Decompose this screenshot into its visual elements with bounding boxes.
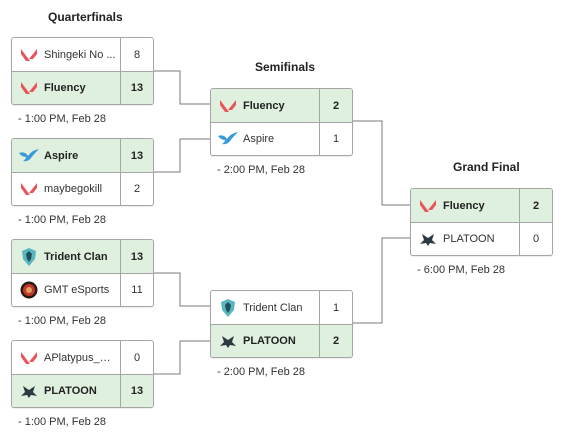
valorant-icon	[18, 178, 40, 200]
team-name: APlatypus_F#...	[44, 351, 120, 364]
team-score: 0	[120, 341, 153, 374]
match-qf3[interactable]: Trident Clan 13 GMT eSports 11	[11, 239, 154, 307]
match-qf4[interactable]: APlatypus_F#... 0 PLATOON 13	[11, 340, 154, 408]
match-grand-final[interactable]: Fluency 2 PLATOON 0	[410, 188, 553, 256]
team-row-winner[interactable]: Fluency 13	[12, 72, 153, 104]
team-score: 2	[519, 189, 552, 222]
valorant-icon	[217, 95, 239, 117]
team-name: Aspire	[243, 133, 275, 145]
team-name: GMT eSports	[44, 284, 110, 296]
connector-qf3-sf2	[153, 272, 210, 307]
helmet-icon	[18, 380, 40, 402]
team-name: Trident Clan	[243, 301, 303, 314]
team-row-winner[interactable]: Fluency 2	[211, 89, 352, 123]
team-score: 2	[120, 173, 153, 205]
team-row-winner[interactable]: Aspire 13	[12, 139, 153, 173]
team-score: 1	[319, 291, 352, 324]
bird-icon	[18, 145, 40, 167]
valorant-icon	[18, 77, 40, 99]
connector-sf2-gf	[352, 237, 410, 324]
team-score: 13	[120, 240, 153, 273]
match-qf2[interactable]: Aspire 13 maybegokill 2	[11, 138, 154, 206]
team-row[interactable]: Shingeki No ... 8	[12, 38, 153, 72]
team-score: 13	[120, 72, 153, 104]
valorant-icon	[417, 195, 439, 217]
trident-shield-icon	[18, 246, 40, 268]
team-name: Fluency	[44, 82, 86, 94]
round-title-semifinals: Semifinals	[255, 60, 316, 74]
team-name: Shingeki No ...	[44, 48, 116, 61]
connector-qf2-sf1	[153, 138, 210, 173]
gmt-logo-icon	[18, 279, 40, 301]
helmet-icon	[417, 228, 439, 250]
team-score: 1	[319, 123, 352, 155]
team-row[interactable]: Trident Clan 1	[211, 291, 352, 325]
match-time: - 1:00 PM, Feb 28	[18, 315, 107, 327]
round-title-quarterfinals: Quarterfinals	[48, 10, 123, 24]
team-name: Fluency	[443, 199, 485, 212]
match-time: - 2:00 PM, Feb 28	[217, 366, 306, 378]
valorant-icon	[18, 347, 40, 369]
team-row[interactable]: GMT eSports 11	[12, 274, 153, 306]
team-name: PLATOON	[44, 385, 97, 397]
match-sf1[interactable]: Fluency 2 Aspire 1	[210, 88, 353, 156]
match-sf2[interactable]: Trident Clan 1 PLATOON 2	[210, 290, 353, 358]
match-time: - 2:00 PM, Feb 28	[217, 164, 306, 176]
team-score: 13	[120, 139, 153, 172]
team-score: 2	[319, 89, 352, 122]
team-row-winner[interactable]: Fluency 2	[411, 189, 552, 223]
team-name: Fluency	[243, 99, 285, 112]
helmet-icon	[217, 330, 239, 352]
team-row[interactable]: maybegokill 2	[12, 173, 153, 205]
match-time: - 1:00 PM, Feb 28	[18, 214, 107, 226]
team-score: 11	[120, 274, 153, 306]
team-name: PLATOON	[443, 233, 495, 245]
bird-icon	[217, 128, 239, 150]
team-row-winner[interactable]: PLATOON 2	[211, 325, 352, 357]
trident-shield-icon	[217, 297, 239, 319]
valorant-icon	[18, 44, 40, 66]
team-name: maybegokill	[44, 183, 103, 195]
team-row-winner[interactable]: PLATOON 13	[12, 375, 153, 407]
team-row[interactable]: Aspire 1	[211, 123, 352, 155]
match-time: - 1:00 PM, Feb 28	[18, 113, 107, 125]
match-time: - 1:00 PM, Feb 28	[18, 416, 107, 428]
team-score: 2	[319, 325, 352, 357]
match-time: - 6:00 PM, Feb 28	[417, 264, 506, 276]
team-score: 8	[120, 38, 153, 71]
connector-qf4-sf2	[153, 340, 210, 375]
team-row[interactable]: APlatypus_F#... 0	[12, 341, 153, 375]
team-name: Trident Clan	[44, 250, 108, 263]
team-name: PLATOON	[243, 335, 296, 347]
team-row[interactable]: PLATOON 0	[411, 223, 552, 255]
team-row-winner[interactable]: Trident Clan 13	[12, 240, 153, 274]
connector-qf1-sf1	[153, 70, 210, 105]
team-score: 13	[120, 375, 153, 407]
connector-sf1-gf	[352, 120, 410, 206]
team-score: 0	[519, 223, 552, 255]
match-qf1[interactable]: Shingeki No ... 8 Fluency 13	[11, 37, 154, 105]
round-title-grand-final: Grand Final	[453, 160, 520, 174]
team-name: Aspire	[44, 149, 79, 162]
